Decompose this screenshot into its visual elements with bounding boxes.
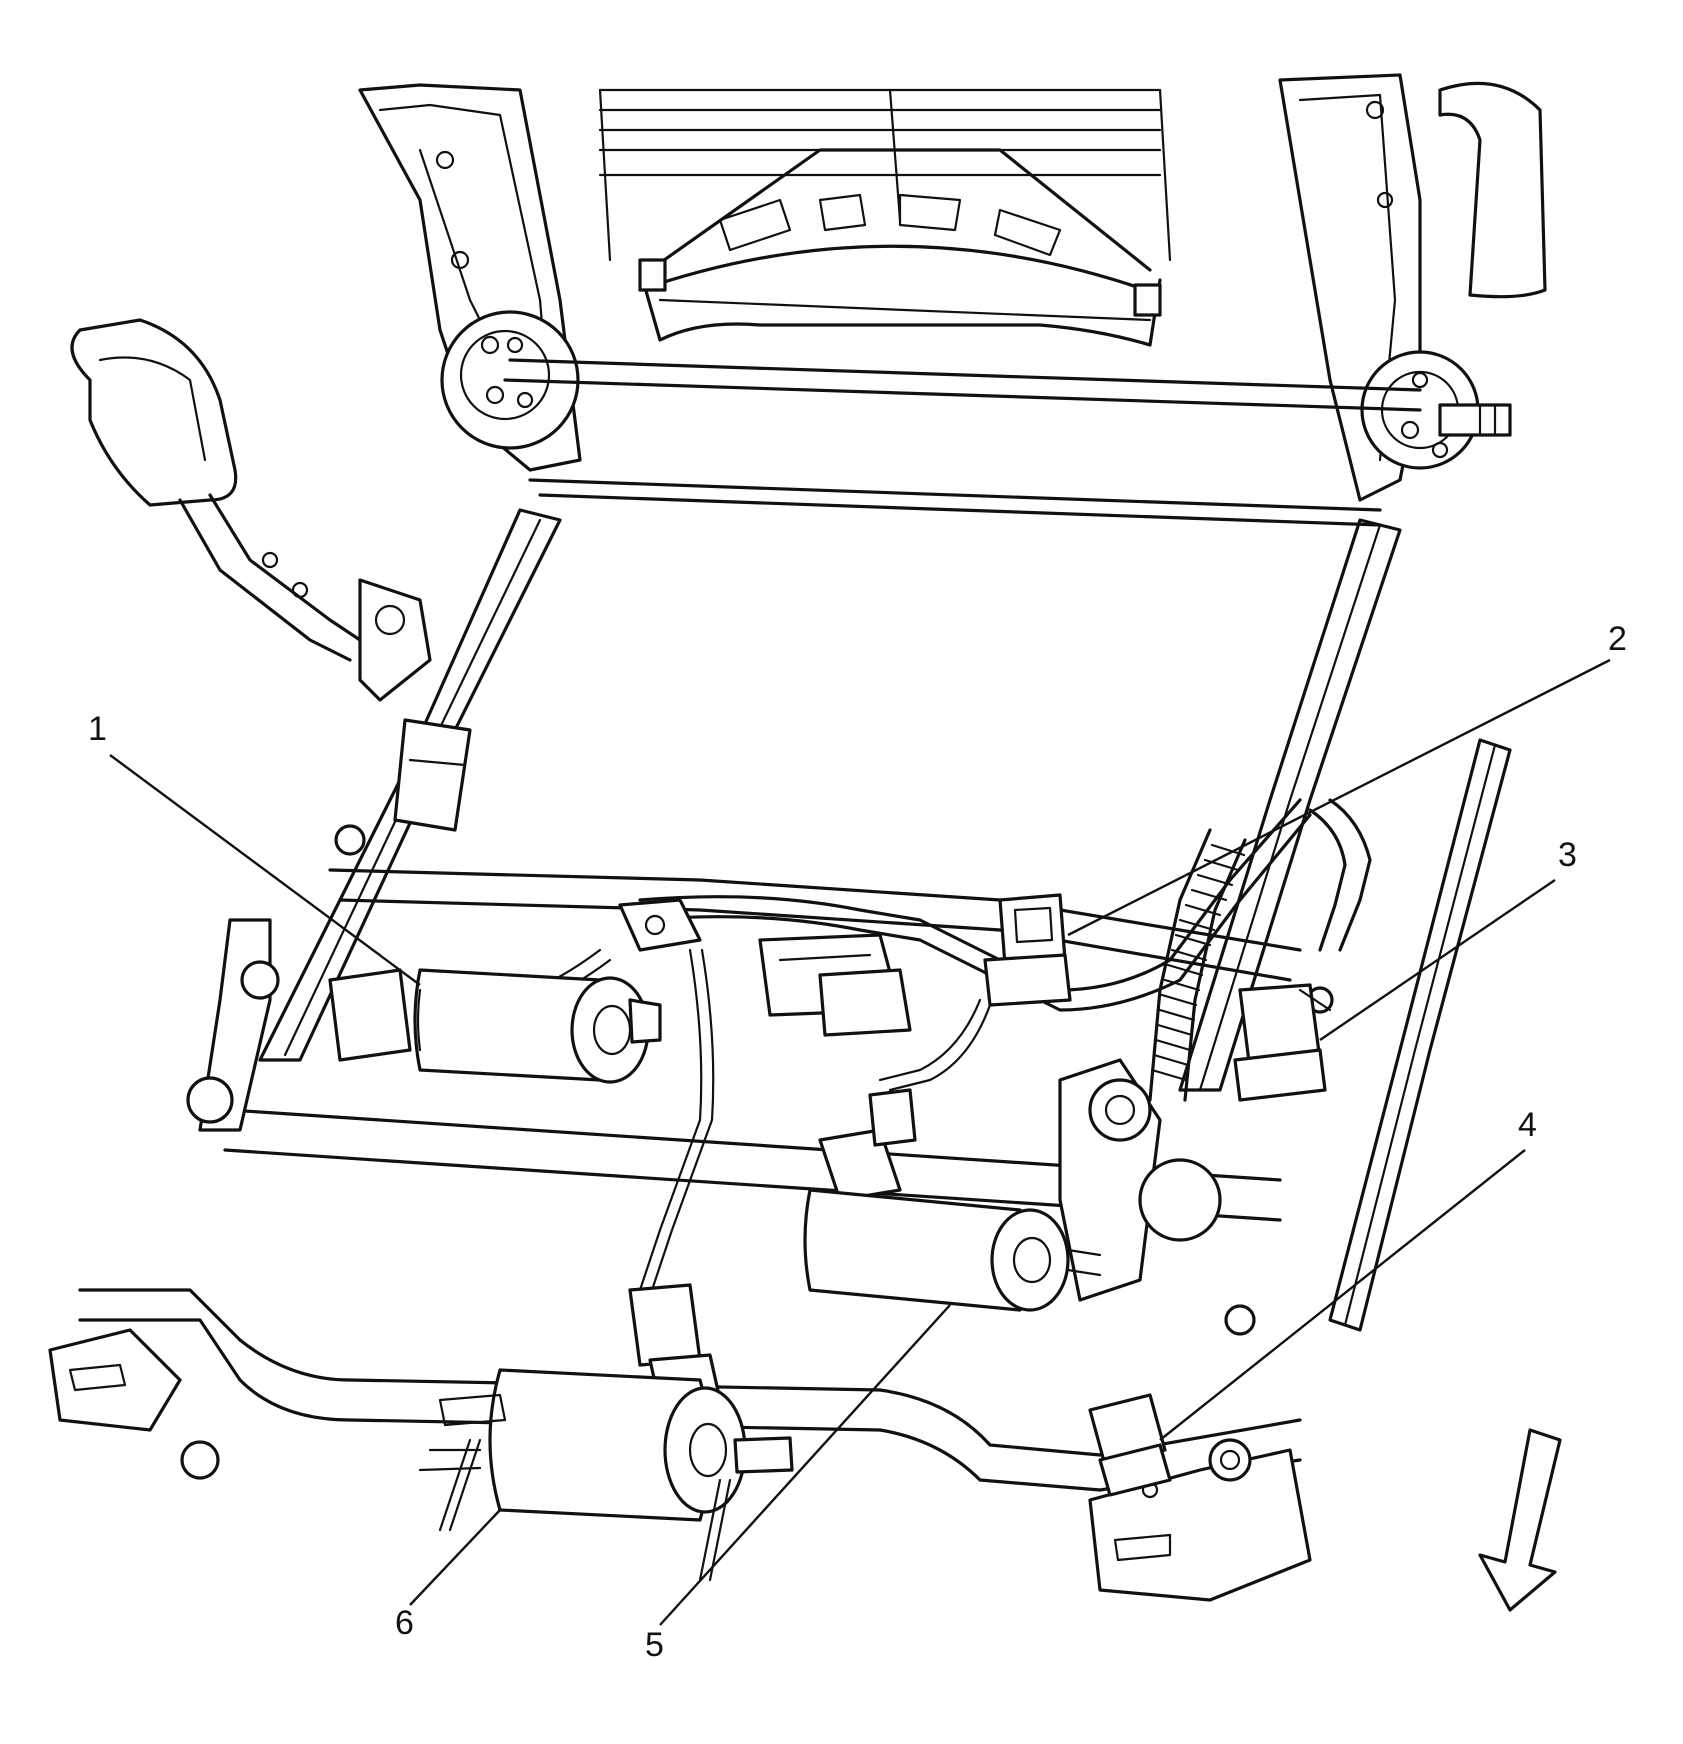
callout-label-2: 2	[1608, 620, 1627, 658]
callout-label-6: 6	[395, 1604, 414, 1642]
callout-label-1: 1	[88, 710, 107, 748]
rear-vertical-motor-connector	[1233, 983, 1332, 1102]
horizontal-motor	[418, 1283, 794, 1582]
callout-label-3: 3	[1558, 836, 1577, 874]
leader-line-4	[1159, 1149, 1526, 1441]
recliner-motor-connector	[983, 893, 1072, 1007]
leader-line-2	[1067, 658, 1611, 937]
lumbar-support-grid	[598, 88, 1172, 347]
front-vertical-motor-connector	[1088, 1393, 1172, 1497]
leader-line-1	[109, 754, 421, 986]
leader-line-5	[659, 1304, 951, 1626]
leader-line-6	[409, 1509, 501, 1606]
callout-leaders	[109, 658, 1611, 1626]
front-direction-arrow-icon	[1478, 1428, 1562, 1612]
seat-pan-frame	[48, 508, 1512, 1602]
callout-label-4: 4	[1518, 1106, 1537, 1144]
leader-line-3	[1319, 879, 1556, 1041]
recliner-motor	[328, 968, 662, 1084]
callout-label-5: 5	[645, 1626, 664, 1664]
seat-back-frame	[358, 73, 1547, 527]
seat-belt-buckle	[70, 318, 432, 702]
wiring-harness	[528, 798, 1372, 1292]
rear-vertical-motor	[803, 1088, 1102, 1312]
